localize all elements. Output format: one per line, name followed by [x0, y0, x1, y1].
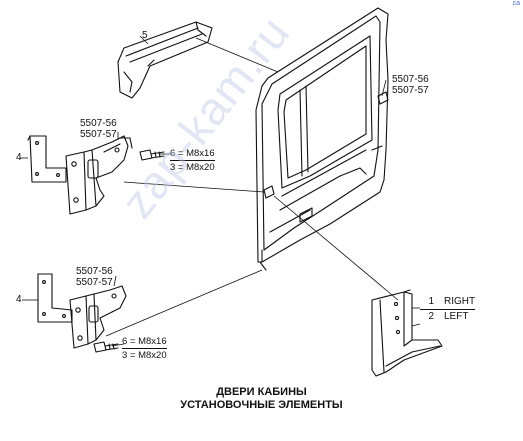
door-part-number-1: 5507-56 — [392, 74, 429, 85]
door-pillar-trim — [371, 289, 443, 377]
trim-side-legend: 1 RIGHT 2 LEFT — [420, 296, 476, 323]
callout-lower-plate-number: 4 — [16, 294, 22, 305]
lower-bolt-spec-top: 6 = M8x16 — [122, 336, 167, 349]
diagram-caption: ДВЕРИ КАБИНЫ УСТАНОВОЧНЫЕ ЭЛЕМЕНТЫ — [0, 386, 523, 412]
upper-hinge-plate — [27, 135, 67, 183]
caption-line-2: УСТАНОВОЧНЫЕ ЭЛЕМЕНТЫ — [180, 399, 343, 411]
legend-row-left: 2 LEFT — [420, 310, 475, 323]
lower-hinge — [69, 285, 127, 349]
leader-lines — [20, 35, 421, 347]
legend-right-key: 1 — [428, 296, 434, 307]
lower-hinge-part-number-1: 5507-56 — [76, 266, 113, 277]
legend-left-value: LEFT — [444, 311, 469, 322]
callout-lower-hinge-part: 5507-56 5507-57 — [76, 266, 113, 288]
legend-row-right: 1 RIGHT — [420, 296, 476, 310]
callout-lower-bolt-spec: 6 = M8x16 3 = M8x20 — [122, 336, 167, 361]
door-part-number-2: 5507-57 — [392, 85, 429, 96]
caption-line-1: ДВЕРИ КАБИНЫ — [216, 386, 307, 398]
upper-bolt-spec-bottom: 3 = M8x20 — [170, 162, 215, 173]
callout-seal-number: 5 — [142, 30, 148, 41]
lower-bolt-spec-bottom: 3 = M8x20 — [122, 350, 167, 361]
cab-door — [255, 7, 389, 271]
corner-mark: ca — [512, 0, 520, 7]
lower-hinge-part-number-2: 5507-57 — [76, 277, 113, 288]
upper-bolt-spec-top: 6 = M8x16 — [170, 148, 215, 161]
legend-left-key: 2 — [428, 311, 434, 322]
callout-upper-bolt-spec: 6 = M8x16 3 = M8x20 — [170, 148, 215, 173]
upper-hinge — [65, 135, 133, 215]
lower-bolt — [93, 341, 119, 353]
lower-hinge-plate — [37, 273, 73, 323]
upper-bolt — [139, 149, 165, 161]
door-seal-strip — [117, 21, 213, 99]
callout-door-part: 5507-56 5507-57 — [392, 74, 429, 96]
callout-upper-hinge-part: 5507-56 5507-57 — [80, 118, 117, 140]
upper-hinge-part-number-1: 5507-56 — [80, 118, 117, 129]
upper-hinge-part-number-2: 5507-57 — [80, 129, 117, 140]
legend-right-value: RIGHT — [444, 296, 476, 307]
callout-upper-plate-number: 4 — [16, 152, 22, 163]
